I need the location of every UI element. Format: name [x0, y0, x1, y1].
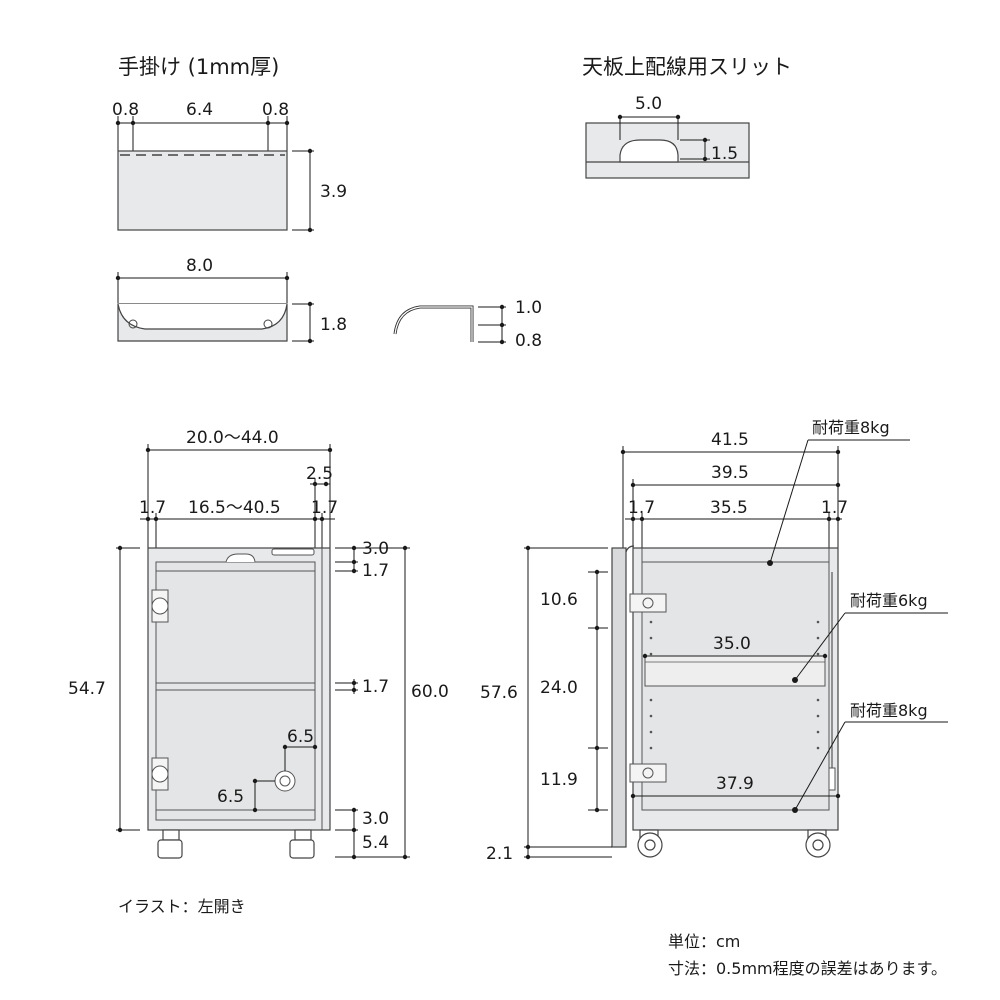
side-dim-shelf-space: 24.0 [540, 678, 578, 698]
slit-dim-depth: 1.5 [711, 144, 738, 164]
notes: 単位：cm 寸法：0.5mm程度の誤差はあります。 [668, 932, 947, 978]
front-dim-total-width: 20.0〜44.0 [186, 428, 279, 448]
side-dim-bottom-space: 11.9 [540, 770, 578, 790]
handle-dim-left: 0.8 [112, 100, 139, 120]
front-dim-top: 3.0 [362, 539, 389, 559]
handle-title: 手掛け (1mm厚) [118, 55, 279, 79]
side-door-edge [611, 547, 627, 848]
front-dim-total-height: 60.0 [411, 682, 449, 702]
front-dim-side-left: 1.7 [139, 498, 166, 518]
handle-dim-width-bottom: 8.0 [186, 256, 213, 276]
front-view: 20.0〜44.0 2.5 1.7 16.5〜40.5 1.7 [68, 428, 449, 916]
front-dim-caster: 5.4 [362, 833, 389, 853]
slit-dim-width: 5.0 [635, 94, 662, 114]
note-tolerance: 寸法：0.5mm程度の誤差はあります。 [668, 959, 947, 978]
front-dim-hole-width: 6.5 [217, 787, 244, 807]
side-dim-inner-depth: 35.5 [710, 498, 748, 518]
handle-detail: 手掛け (1mm厚) 0.8 6.4 0.8 3.9 8.0 [112, 55, 542, 351]
handle-dim-right: 0.8 [262, 100, 289, 120]
side-dim-shelf-depth: 35.0 [713, 634, 751, 654]
side-dim-side-right: 1.7 [821, 498, 848, 518]
side-dim-top-space: 10.6 [540, 590, 578, 610]
front-dim-bottom-board: 3.0 [362, 809, 389, 829]
front-dim-shelf: 1.7 [362, 677, 389, 697]
front-dim-gap: 2.5 [306, 464, 333, 484]
side-dim-depth-total: 41.5 [711, 430, 749, 450]
front-dim-inner-width: 16.5〜40.5 [188, 498, 281, 518]
front-dim-side-right: 1.7 [311, 498, 338, 518]
note-unit: 単位：cm [668, 932, 740, 951]
side-label-bottom-load: 耐荷重8kg [850, 701, 928, 720]
side-shelf [644, 655, 826, 687]
front-dim-hole-height: 6.5 [287, 727, 314, 747]
handle-dim-profile-top: 1.0 [515, 298, 542, 318]
slit-title: 天板上配線用スリット [582, 55, 792, 79]
handle-dim-bottom-height: 1.8 [320, 315, 347, 335]
front-dim-top-board: 1.7 [362, 561, 389, 581]
side-dim-depth-body: 39.5 [711, 463, 749, 483]
slit-opening [619, 139, 679, 163]
front-caption: イラスト：左開き [118, 897, 246, 916]
side-dim-floor: 2.1 [486, 844, 513, 864]
handle-front-plate [117, 150, 288, 231]
side-label-shelf-load: 耐荷重6kg [850, 591, 928, 610]
handle-dim-mid: 6.4 [186, 100, 213, 120]
front-dim-inner-height: 54.7 [68, 679, 106, 699]
side-dim-bottom-depth: 37.9 [716, 774, 754, 794]
side-dim-side-left: 1.7 [628, 498, 655, 518]
side-dim-height: 57.6 [480, 683, 518, 703]
slit-detail: 天板上配線用スリット 5.0 1.5 [582, 55, 792, 179]
handle-dim-profile-bottom: 0.8 [515, 331, 542, 351]
side-label-top-load: 耐荷重8kg [812, 418, 890, 437]
handle-dim-height: 3.9 [320, 182, 347, 202]
side-view: 41.5 39.5 1.7 35.5 1.7 [480, 418, 948, 864]
